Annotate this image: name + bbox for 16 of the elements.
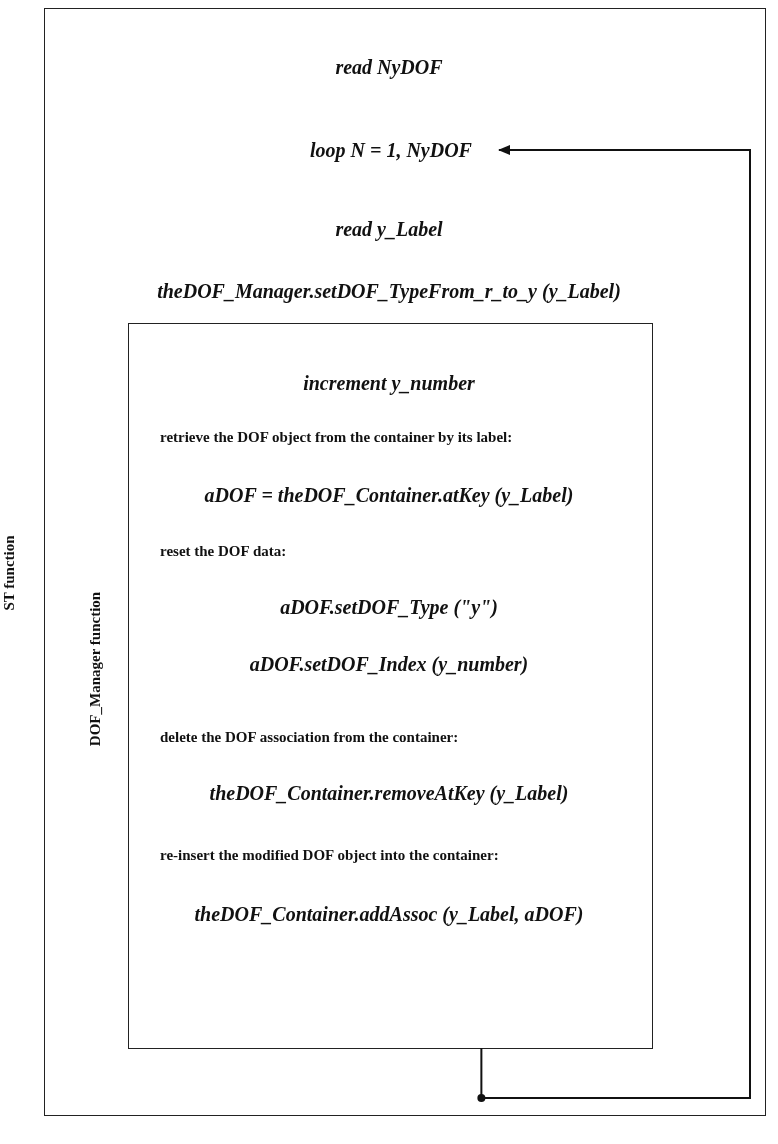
code-statement: aDOF.setDOF_Type ("y") (280, 595, 498, 621)
code-statement: aDOF = theDOF_Container.atKey (y_Label) (204, 483, 574, 509)
code-statement: increment y_number (303, 371, 475, 397)
code-statement: aDOF.setDOF_Index (y_number) (249, 652, 529, 678)
code-statement: theDOF_Container.addAssoc (y_Label, aDOF) (194, 902, 584, 928)
comment-text: delete the DOF association from the container: (160, 728, 459, 747)
comment-text: retrieve the DOF object from the container by its label: (160, 428, 513, 447)
comment-text: re-insert the modified DOF object into the container: (160, 846, 499, 865)
frame-title: DOF_Manager function (85, 591, 104, 747)
comment-text: reset the DOF data: (160, 542, 287, 561)
code-statement: theDOF_Manager.setDOF_TypeFrom_r_to_y (y_Label) (157, 279, 621, 305)
code-statement: read NyDOF (335, 55, 443, 81)
frame-title: ST function (0, 535, 18, 611)
code-statement: read y_Label (335, 217, 443, 243)
code-statement: theDOF_Container.removeAtKey (y_Label) (209, 781, 569, 807)
loop-statement: loop N = 1, NyDOF (291, 135, 491, 165)
